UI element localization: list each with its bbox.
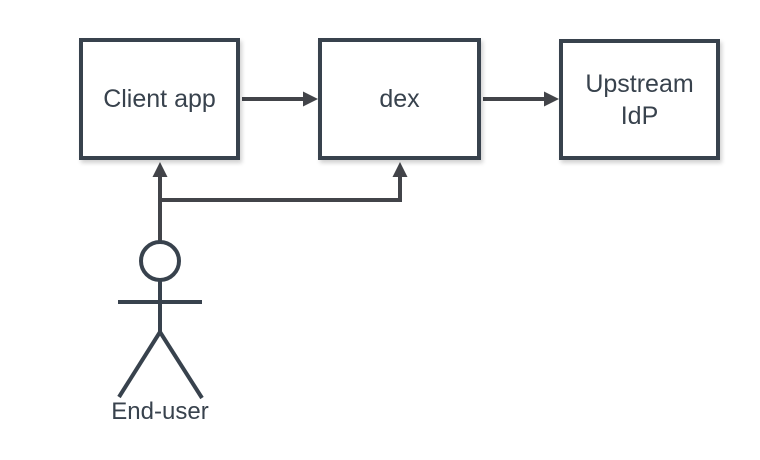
end-user-actor: [117, 240, 204, 400]
arrow-user-to-client: [152, 162, 168, 241]
dex-label: dex: [379, 85, 420, 113]
dex-node: dex: [318, 38, 481, 160]
upstream-idp-node: Upstream IdP: [559, 39, 720, 160]
client-app-label: Client app: [103, 85, 216, 113]
arrow-client-to-dex-head: [303, 91, 318, 107]
arrow-dex-to-upstream-head: [544, 91, 559, 107]
arrow-client-to-dex: [242, 91, 318, 107]
actor-leg-left: [117, 330, 162, 399]
arrow-user-to-client-head: [152, 162, 168, 177]
arrow-user-to-dex-line: [158, 176, 402, 202]
arrow-user-to-dex: [158, 162, 408, 202]
upstream-idp-label: Upstream IdP: [585, 69, 694, 130]
actor-leg-right: [158, 330, 204, 400]
arrow-user-to-dex-head: [392, 162, 408, 177]
client-app-node: Client app: [79, 38, 240, 160]
actor-head: [139, 240, 181, 282]
end-user-label: End-user: [111, 398, 209, 425]
arrow-dex-to-upstream: [483, 91, 559, 107]
